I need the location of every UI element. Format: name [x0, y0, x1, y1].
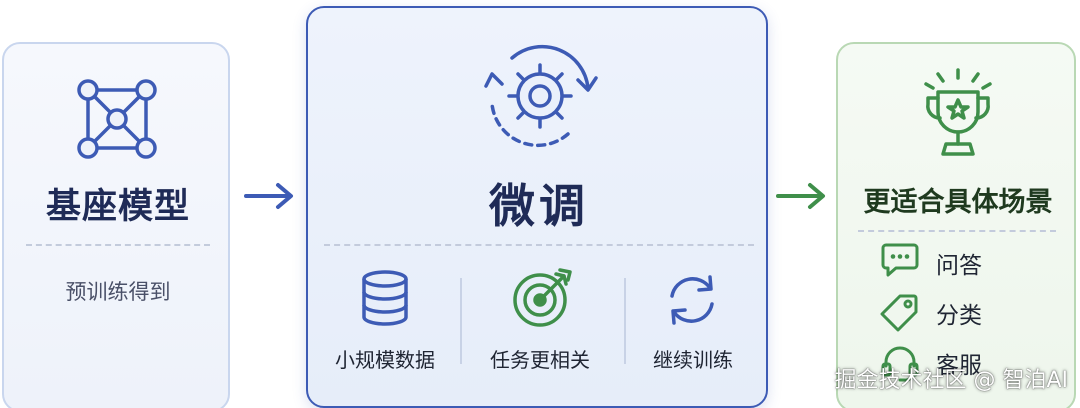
base-model-card: 基座模型 预训练得到: [2, 42, 230, 408]
refresh-icon: [670, 275, 714, 325]
base-model-title: 基座模型: [45, 187, 190, 227]
scenario-label-qa: 问答: [936, 253, 982, 279]
application-title: 更适合具体场景: [863, 187, 1053, 218]
feature-label-training: 继续训练: [653, 348, 733, 372]
divider: [324, 244, 754, 246]
headset-icon: [881, 346, 919, 382]
target-icon: [513, 268, 572, 327]
feature-label-data: 小规模数据: [335, 348, 435, 372]
scenario-label-classification: 分类: [936, 303, 982, 329]
fine-tuning-card: 微调 小规模数据 任务更相关 继续训练: [306, 6, 768, 408]
feature-label-task: 任务更相关: [490, 348, 590, 372]
trophy-icon: [924, 68, 992, 156]
arrow-right-icon: [244, 183, 293, 209]
arrow-right-icon: [776, 183, 825, 209]
scenario-label-customer-service: 客服: [936, 353, 982, 379]
watermark: 掘金技术社区 @ 智泊AI: [834, 368, 1068, 393]
column-divider: [460, 278, 462, 364]
network-nodes-icon: [77, 79, 157, 159]
fine-tuning-title: 微调: [489, 179, 589, 233]
gear-cycle-icon: [484, 44, 598, 148]
tag-icon: [880, 294, 918, 332]
divider: [858, 230, 1056, 232]
database-icon: [362, 270, 408, 326]
base-model-subtitle: 预训练得到: [65, 280, 171, 304]
chat-bubble-icon: [881, 243, 919, 277]
divider: [26, 244, 210, 246]
column-divider: [624, 278, 626, 364]
application-card: 更适合具体场景 问答 分类 客服: [836, 42, 1076, 408]
